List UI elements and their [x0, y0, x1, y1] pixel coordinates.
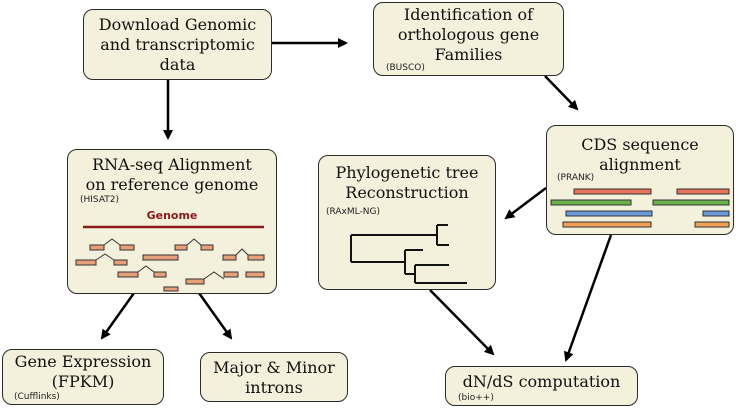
node-download: Download Genomic and transcriptomic data: [83, 9, 272, 80]
node-orthologs-tool: (BUSCO): [386, 63, 425, 73]
read: [200, 244, 214, 251]
node-expression-title: Gene Expression (FPKM): [14, 352, 152, 391]
node-cds-title: CDS sequence alignment: [581, 135, 699, 174]
node-rnaseq-tool: (HISAT2): [80, 195, 120, 205]
aligned-sequence: [694, 221, 730, 228]
aligned-sequence: [652, 199, 730, 206]
splice-junction: [235, 248, 249, 256]
node-phylo: Phylogenetic tree Reconstruction (RAxML-…: [318, 155, 496, 290]
node-cds: CDS sequence alignment (PRANK): [546, 125, 734, 235]
aligned-sequence: [573, 188, 652, 195]
node-phylo-tool: (RAxML-NG): [326, 207, 380, 217]
node-dnds: dN/dS computation (bio++): [445, 366, 638, 406]
read: [174, 244, 188, 251]
splice-junction: [186, 238, 202, 246]
node-phylo-title: Phylogenetic tree Reconstruction: [335, 163, 479, 202]
aligned-sequence: [562, 221, 652, 228]
node-rnaseq: RNA-seq Alignment on reference genome (H…: [67, 149, 277, 294]
arrow-rnaseq-to-expression: [100, 292, 136, 340]
splice-junction: [95, 253, 115, 261]
read: [117, 271, 139, 278]
read: [153, 271, 167, 278]
node-introns: Major & Minor introns: [200, 352, 348, 402]
read: [185, 278, 205, 285]
sequence-alignment-illustration: [550, 188, 730, 228]
arrow-rnaseq-to-introns: [197, 292, 233, 340]
read: [119, 244, 135, 251]
node-dnds-tool: (bio++): [458, 393, 494, 403]
read: [75, 259, 97, 266]
node-introns-title: Major & Minor introns: [213, 358, 335, 397]
arrow-cds-to-dnds: [564, 234, 613, 362]
node-cds-tool: (PRANK): [557, 173, 595, 183]
read-alignment-illustration: [75, 225, 265, 292]
aligned-sequence: [550, 199, 632, 206]
read: [113, 259, 128, 266]
node-orthologs: Identification of orthologous gene Famil…: [373, 2, 564, 76]
arrow-orthologs-to-cds: [544, 75, 579, 111]
splice-junction: [137, 265, 155, 273]
read: [163, 286, 179, 292]
read: [222, 254, 237, 261]
node-rnaseq-title: RNA-seq Alignment on reference genome: [85, 155, 259, 194]
splice-junction: [203, 271, 225, 280]
node-expression: Gene Expression (FPKM) (Cufflinks): [2, 349, 164, 405]
aligned-sequence: [702, 210, 730, 217]
node-download-title: Download Genomic and transcriptomic data: [98, 15, 257, 74]
aligned-sequence: [565, 210, 653, 217]
genome-label: Genome: [146, 209, 198, 222]
node-dnds-title: dN/dS computation: [462, 372, 621, 391]
splice-junction: [103, 238, 121, 246]
arrow-phylo-to-dnds: [429, 289, 495, 356]
node-orthologs-title: Identification of orthologous gene Famil…: [397, 5, 540, 64]
read: [142, 254, 179, 261]
read: [89, 244, 105, 251]
read: [247, 254, 265, 261]
read: [223, 271, 239, 278]
aligned-sequence: [676, 188, 730, 195]
node-expression-tool: (Cufflinks): [14, 392, 60, 402]
read: [245, 271, 265, 278]
spliced-reads: [75, 238, 265, 292]
arrow-cds-to-phylo: [504, 187, 547, 220]
tree-branches: [350, 224, 467, 284]
phylogenetic-tree-illustration: [350, 224, 467, 284]
